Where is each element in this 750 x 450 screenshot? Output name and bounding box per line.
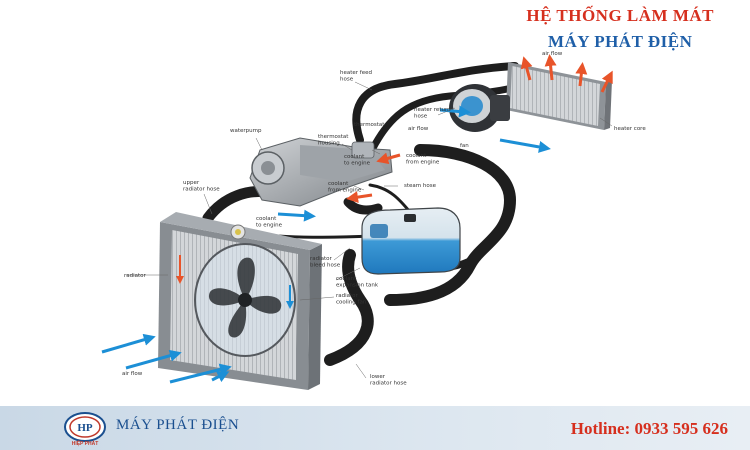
label-line: radiator hose [183,187,220,193]
label-line: radiator [336,293,359,299]
label-line: heater feed [340,70,372,76]
label-line: from engine [406,160,440,166]
label-line: radiator [310,256,333,262]
logo-letters: HP [77,422,93,434]
label-line: air flow [542,51,563,57]
label-line: air flow [408,126,429,132]
label-line: from engine [328,188,362,194]
label-line: hose [340,77,354,83]
label-line: housing [318,141,340,147]
label-line: air flow [122,371,143,377]
label-line: lower [370,374,386,380]
hot-air-arrows [346,54,613,204]
label-line: bleed hose [310,263,341,269]
label-line: to engine [256,223,283,229]
label-line: expansion tank [336,283,379,289]
title-block: HỆ THỐNG LÀM MÁT MÁY PHÁT ĐIỆN [526,6,714,52]
label-line: thermostat [354,122,385,128]
label-fan: fan [460,143,469,149]
label-line: thermostat [318,134,349,140]
heater-feed-hose [352,62,519,144]
engine-block [249,137,393,207]
cool-air-arrows [101,105,551,384]
hiep-phat-logo: HP [64,412,106,442]
title-line-2: MÁY PHÁT ĐIỆN [547,32,693,51]
label-line: heater core [614,126,646,132]
hotline: Hotline: 0933 595 626 [570,419,728,438]
label-line: fan [460,143,469,149]
heater-return-hose [368,84,516,154]
label-line: coolant [256,216,277,222]
label-line: coolant [344,154,365,160]
heater-core [506,62,612,130]
label-air-flow-fan: air flow [408,126,429,132]
label-line: coolant [336,276,357,282]
label-waterpump: waterpump [230,128,262,134]
label-radiator: radiator [124,273,147,279]
radiator-cooling-fan [194,243,296,357]
label-line: hose [414,114,428,120]
return-loop-hose [384,144,516,306]
engine-outlet-hose [343,197,383,215]
label-line: radiator hose [370,381,407,387]
label-line: coolant [328,181,349,187]
lower-radiator-hose [324,249,374,366]
label-leaders [126,81,613,379]
label-line: steam hose [404,183,437,189]
label-air-flow-bottom: air flow [122,371,143,377]
label-line: coolant [406,153,427,159]
label-thermostat: thermostat [354,122,385,128]
label-line: radiator [124,273,147,279]
label-line: upper [183,180,200,186]
coolant-expansion-tank [361,207,461,275]
label-line: waterpump [230,128,262,134]
label-line: cooling fan [336,300,367,306]
footer-brand: MÁY PHÁT ĐIỆN [116,417,240,433]
logo-subtitle: HIỆP PHÁT [71,441,99,447]
upper-radiator-hose [202,186,271,224]
footer-banner: HP HIỆP PHÁT MÁY PHÁT ĐIỆN Hotline: 0933… [0,406,750,450]
label-steam-hose: steam hose [404,183,437,189]
label-heater-core: heater core [614,126,646,132]
title-line-1: HỆ THỐNG LÀM MÁT [526,6,714,25]
label-line: to engine [344,161,371,167]
label-line: heater return [414,107,451,113]
radiator-flow-arrows [176,255,294,309]
label-air-flow-top: air flow [542,51,563,57]
